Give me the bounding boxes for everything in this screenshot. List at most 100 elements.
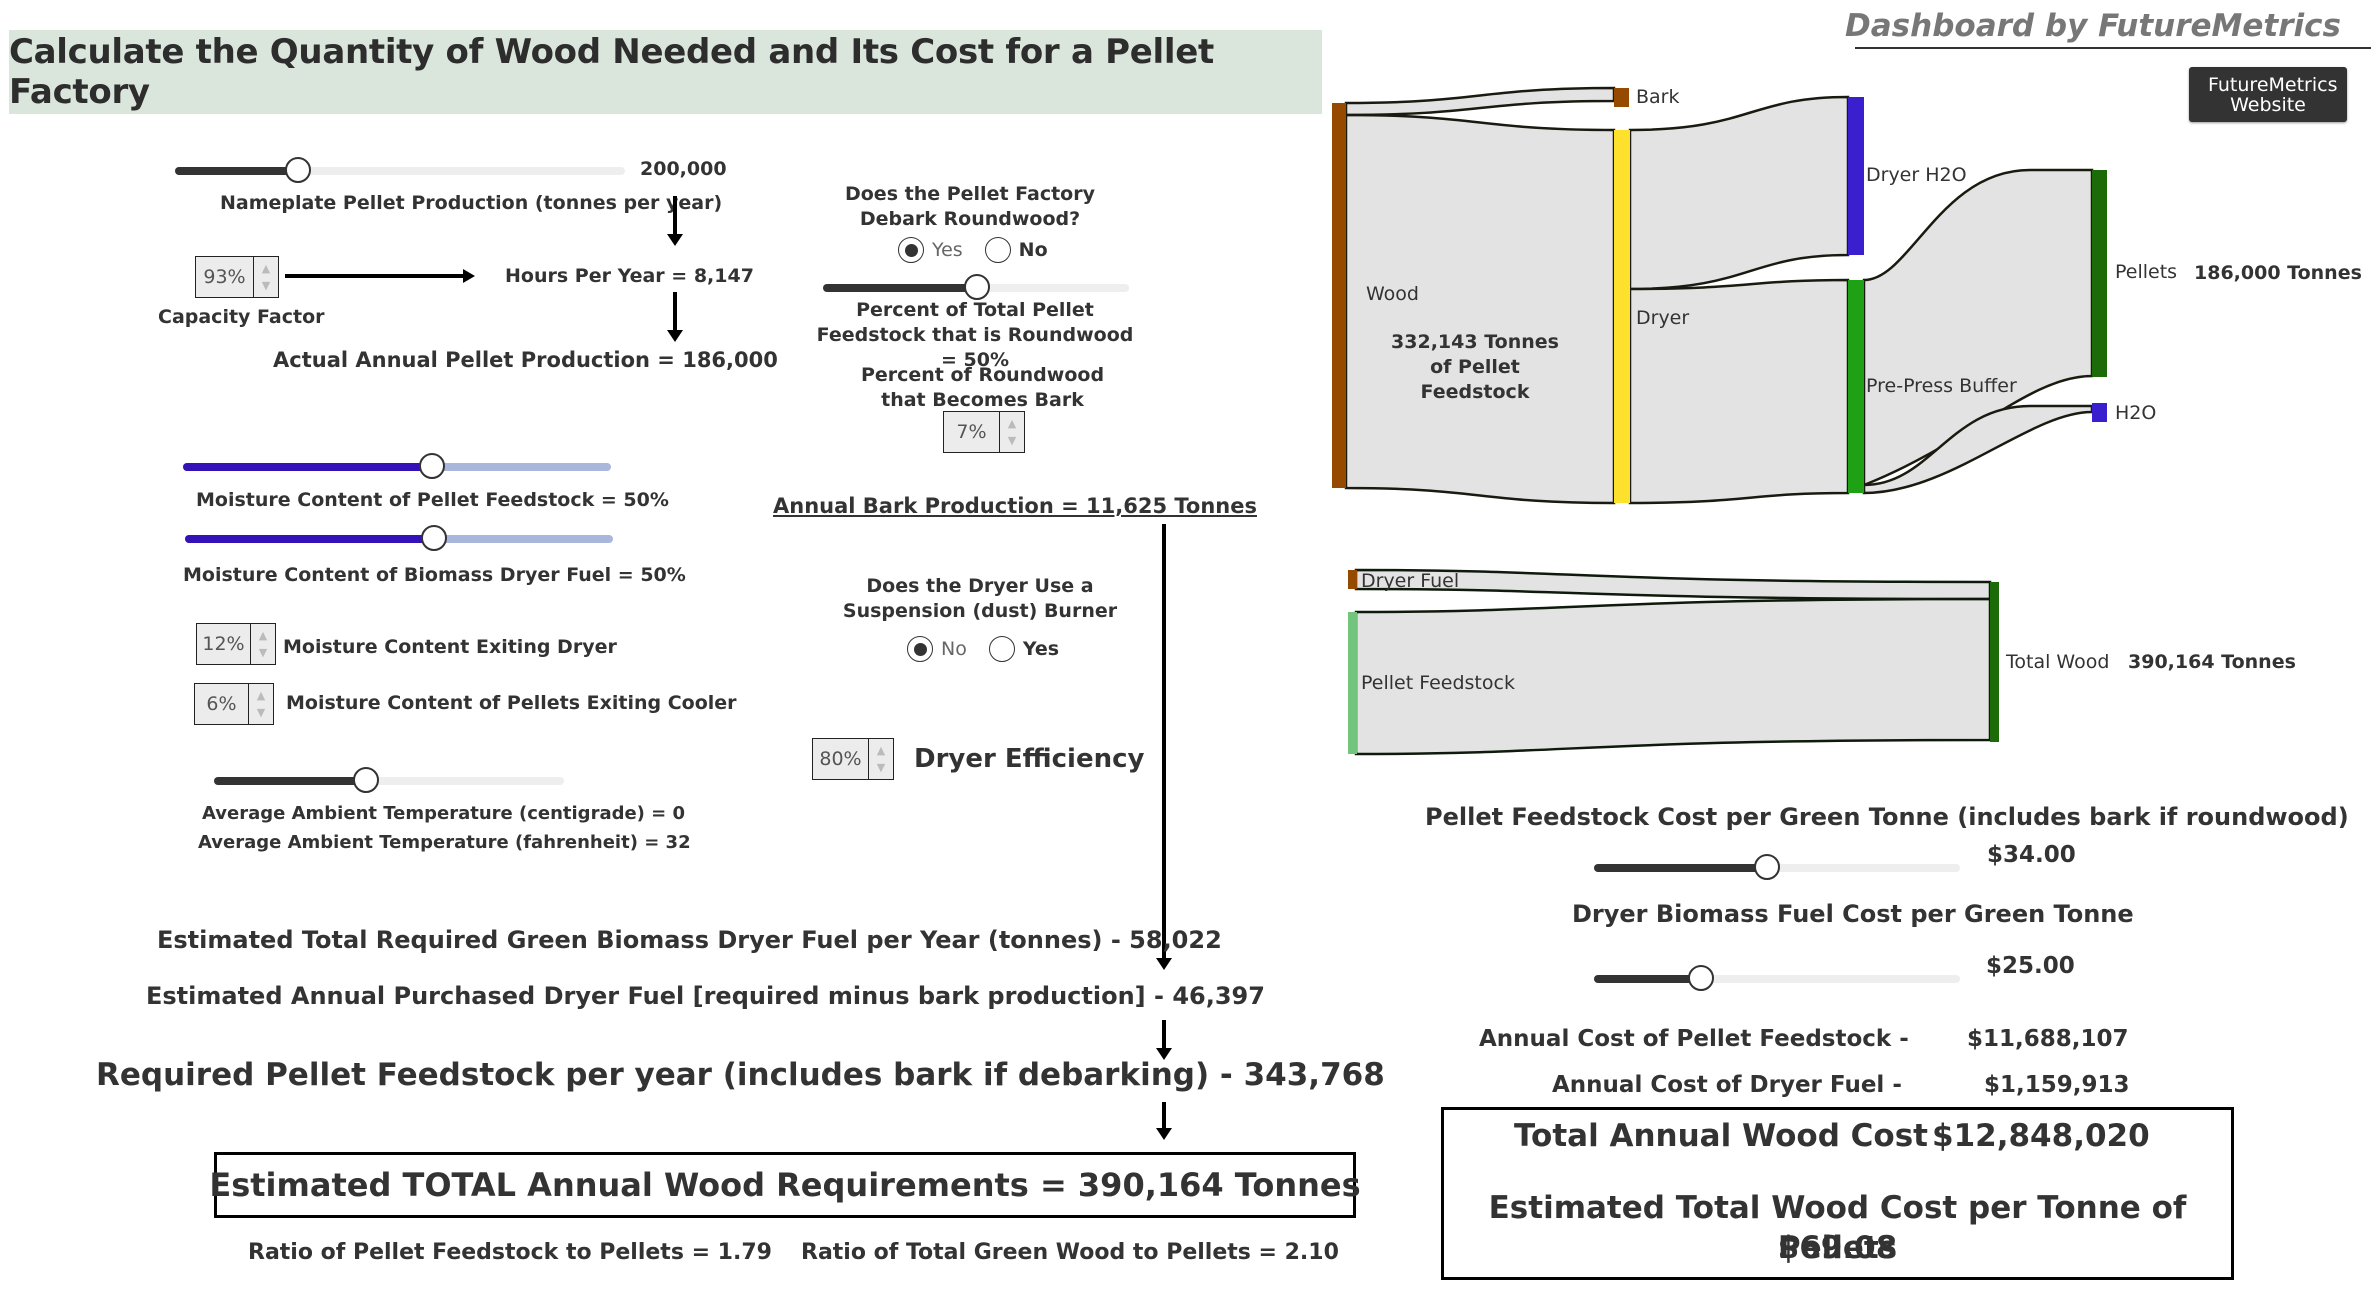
slider-fill — [1594, 864, 1767, 872]
bark-pct-value: 7% — [956, 421, 987, 443]
radio-no[interactable] — [907, 636, 933, 662]
slider-handle[interactable] — [1688, 965, 1715, 991]
label-pellet-feedstock: Pellet Feedstock — [1361, 672, 1515, 694]
link-wood-bark[interactable] — [1344, 86, 1616, 117]
exiting-cooler-label: Moisture Content of Pellets Exiting Cool… — [286, 692, 737, 714]
dryer-fuel-moisture-slider[interactable] — [185, 525, 613, 551]
link-wood-dryer[interactable] — [1344, 113, 1616, 505]
burner-yes-option[interactable]: Yes — [988, 636, 1059, 662]
temperature-slider[interactable] — [214, 767, 564, 793]
capacity-factor-value: 93% — [203, 266, 246, 288]
stepper-arrows[interactable]: ▲▼ — [253, 257, 278, 297]
debark-question: Does the Pellet Factory Debark Roundwood… — [844, 183, 1095, 230]
page-title: Calculate the Quantity of Wood Needed an… — [9, 32, 1214, 112]
radio-no-label: No — [941, 638, 967, 660]
exiting-dryer-label: Moisture Content Exiting Dryer — [283, 636, 617, 658]
slider-fill — [823, 284, 976, 292]
dryer-efficiency-stepper[interactable]: 80% ▲▼ — [812, 738, 894, 780]
nameplate-slider[interactable] — [175, 157, 625, 183]
total-cost-box: Total Annual Wood Cost $12,848,020 Estim… — [1441, 1107, 2234, 1280]
radio-yes[interactable] — [898, 237, 924, 263]
radio-yes-label: Yes — [932, 239, 963, 261]
node-total-wood[interactable] — [1990, 582, 1999, 742]
label-pellets: Pellets — [2115, 261, 2177, 283]
feedstock-moisture-slider[interactable] — [183, 453, 611, 479]
chevron-down-icon[interactable]: ▼ — [256, 706, 266, 719]
chevron-up-icon[interactable]: ▲ — [256, 689, 266, 702]
slider-handle[interactable] — [1754, 854, 1781, 880]
node-prepress[interactable] — [1848, 280, 1864, 493]
radio-no[interactable] — [984, 237, 1011, 263]
chevron-down-icon[interactable]: ▼ — [876, 761, 886, 774]
label-h2o: H2O — [2115, 402, 2156, 424]
debark-radio-group: Yes No — [898, 237, 1048, 263]
stepper-arrows[interactable]: ▲▼ — [250, 624, 275, 664]
label-dryer-h2o: Dryer H2O — [1866, 164, 1967, 186]
node-dryer[interactable] — [1614, 130, 1630, 503]
radio-yes[interactable] — [988, 636, 1015, 662]
bark-production: Annual Bark Production = 11,625 Tonnes — [773, 494, 1257, 518]
node-wood[interactable] — [1332, 103, 1346, 488]
brand-label: Dashboard by FutureMetrics — [1845, 8, 2341, 44]
ratio-feedstock: Ratio of Pellet Feedstock to Pellets = 1… — [248, 1240, 772, 1265]
total-wood-tonnes-note: 390,164 Tonnes — [2128, 651, 2296, 673]
total-wood-box: Estimated TOTAL Annual Wood Requirements… — [209, 1152, 1361, 1218]
burner-no-option[interactable]: No — [907, 636, 967, 662]
slider-handle[interactable] — [419, 453, 446, 479]
feedstock-cost-label: Pellet Feedstock Cost per Green Tonne (i… — [1425, 803, 2349, 831]
node-bark[interactable] — [1614, 88, 1629, 107]
roundwood-slider[interactable] — [823, 274, 1129, 300]
node-pellet-feedstock[interactable] — [1348, 612, 1357, 754]
capacity-factor-label: Capacity Factor — [158, 306, 325, 328]
chevron-down-icon[interactable]: ▼ — [258, 646, 268, 659]
slider-handle[interactable] — [964, 274, 990, 300]
stepper-arrows[interactable]: ▲▼ — [999, 412, 1024, 452]
arrow-down-2 — [673, 292, 677, 332]
ratio-total: Ratio of Total Green Wood to Pellets = 2… — [801, 1240, 1339, 1265]
annual-feedstock-label: Annual Cost of Pellet Feedstock - — [1479, 1026, 1909, 1052]
futuremetrics-website-button[interactable]: FutureMetrics Website — [2189, 67, 2347, 122]
slider-fill — [183, 463, 432, 471]
chevron-up-icon[interactable]: ▲ — [261, 262, 271, 275]
slider-handle[interactable] — [284, 157, 311, 183]
burner-radio-group: No Yes — [907, 636, 1059, 662]
per-tonne-value: $69.08 — [1777, 1230, 1898, 1266]
stepper-arrows[interactable]: ▲▼ — [868, 739, 893, 779]
annual-fuel-label: Annual Cost of Dryer Fuel - — [1552, 1072, 1902, 1098]
arrow-right-head — [463, 269, 475, 283]
link-dryer-dryer-h2o[interactable] — [1628, 95, 1850, 291]
feedstock-cost-slider[interactable] — [1594, 854, 1960, 880]
slider-fill — [1594, 975, 1701, 983]
node-dryer-fuel[interactable] — [1348, 570, 1357, 589]
label-dryer-fuel: Dryer Fuel — [1361, 570, 1459, 592]
node-pellets[interactable] — [2092, 170, 2107, 377]
slider-handle[interactable] — [352, 767, 379, 793]
brand-underline — [1855, 47, 2371, 49]
node-dryer-h2o[interactable] — [1848, 97, 1864, 255]
feedstock-cost-value: $34.00 — [1987, 842, 2076, 868]
arrow-down-4 — [1162, 1102, 1166, 1130]
feedstock-moisture-label: Moisture Content of Pellet Feedstock = 5… — [196, 489, 669, 511]
fuel-cost-slider[interactable] — [1594, 965, 1960, 991]
chevron-up-icon[interactable]: ▲ — [1007, 417, 1017, 430]
radio-no-label: No — [1018, 239, 1048, 261]
feedstock-center-note: 332,143 Tonnes of Pellet Feedstock — [1391, 331, 1559, 403]
annual-feedstock-value: $11,688,107 — [1967, 1026, 2129, 1052]
chevron-up-icon[interactable]: ▲ — [876, 744, 886, 757]
node-h2o[interactable] — [2092, 403, 2107, 422]
bark-pct-stepper[interactable]: 7% ▲▼ — [943, 411, 1025, 453]
exiting-cooler-stepper[interactable]: 6% ▲▼ — [194, 683, 274, 725]
website-button-label: FutureMetrics Website — [2208, 73, 2338, 116]
slider-fill — [185, 535, 434, 543]
debark-no-option[interactable]: No — [984, 237, 1048, 263]
bark-flow-line — [1162, 524, 1166, 962]
chevron-down-icon[interactable]: ▼ — [261, 279, 271, 292]
capacity-factor-stepper[interactable]: 93% ▲▼ — [195, 256, 279, 298]
label-total-wood: Total Wood — [2005, 651, 2109, 673]
chevron-up-icon[interactable]: ▲ — [258, 629, 268, 642]
stepper-arrows[interactable]: ▲▼ — [248, 684, 273, 724]
debark-yes-option[interactable]: Yes — [898, 237, 963, 263]
exiting-dryer-stepper[interactable]: 12% ▲▼ — [196, 623, 276, 665]
slider-handle[interactable] — [421, 525, 448, 551]
chevron-down-icon[interactable]: ▼ — [1007, 434, 1017, 447]
